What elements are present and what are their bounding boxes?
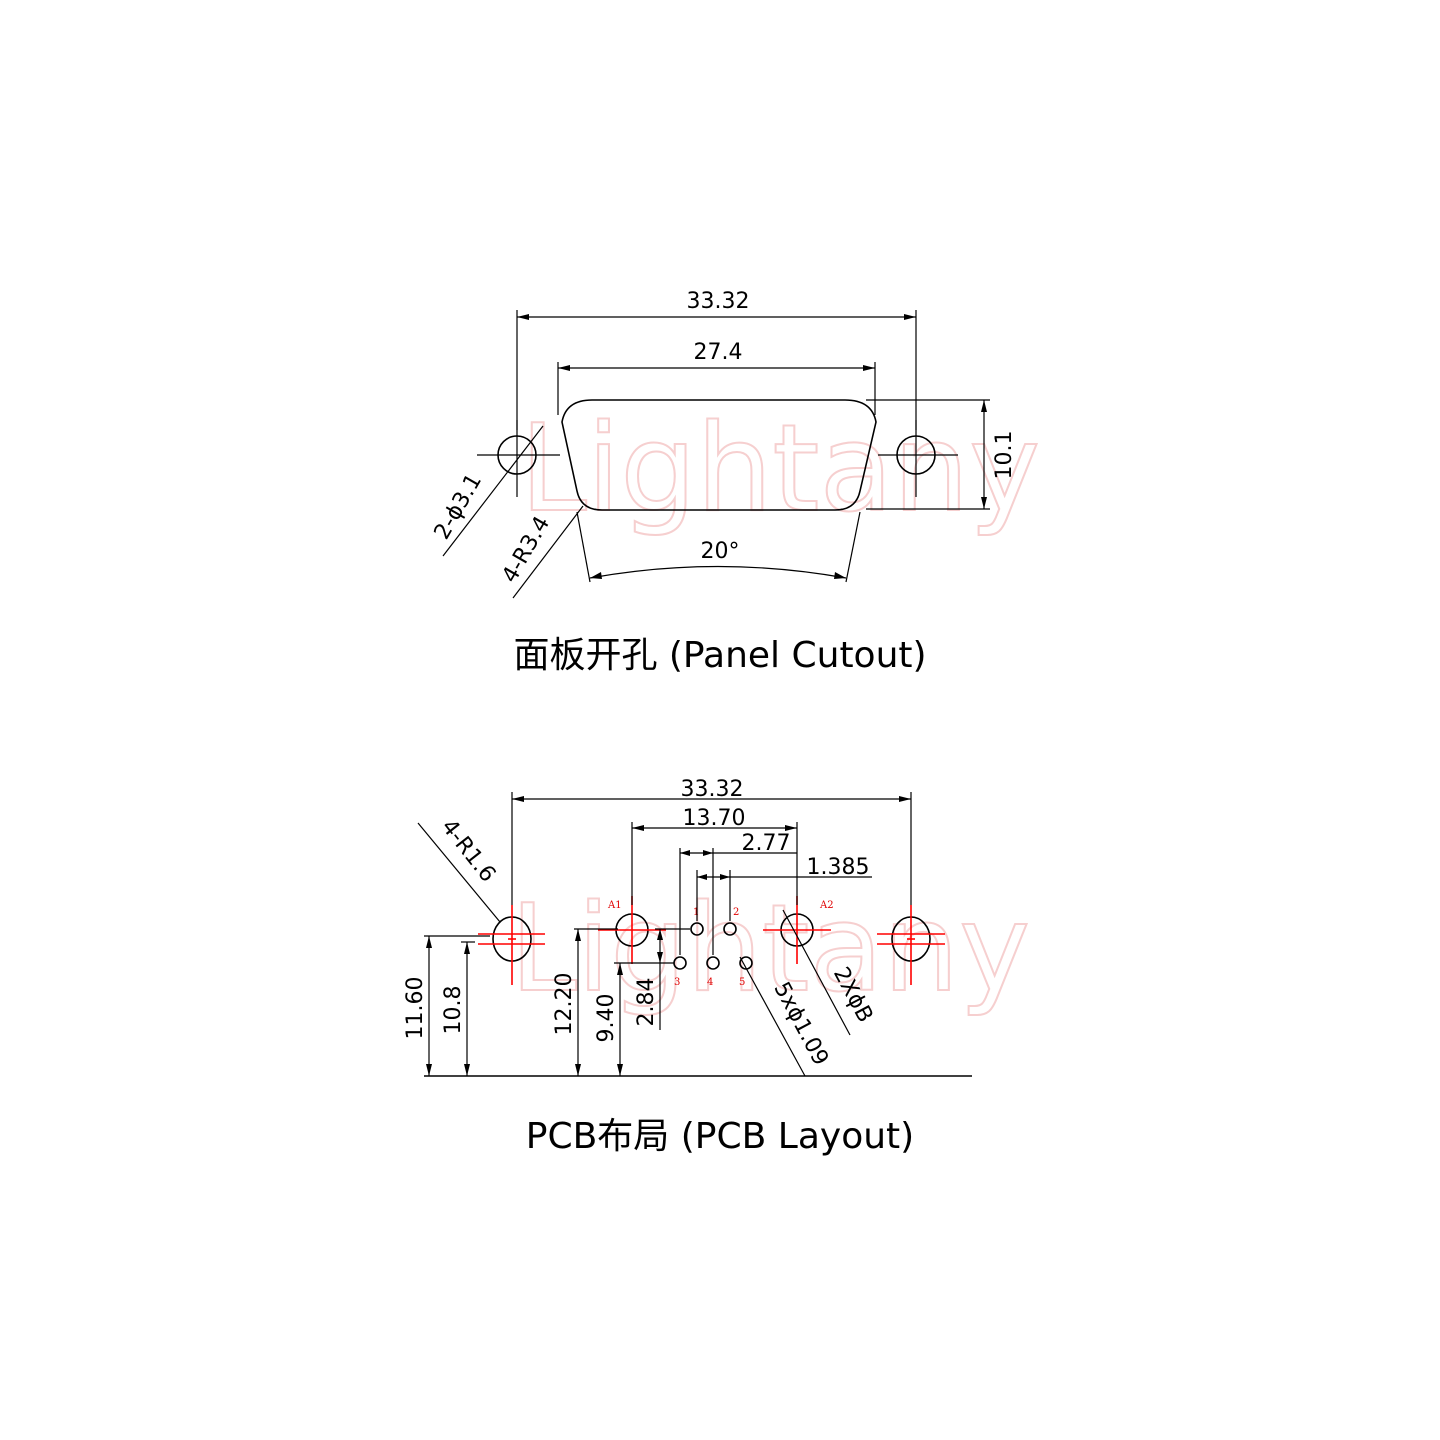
pcb-dim-13-70: 13.70 bbox=[631, 806, 798, 905]
panel-dim-overall: 33.32 bbox=[516, 289, 917, 430]
panel-dim-hole-label: 2-ϕ3.1 bbox=[430, 470, 487, 544]
pcb-dim-11-60: 11.60 bbox=[403, 935, 490, 1076]
pcb-dim-overall-label: 33.32 bbox=[681, 777, 744, 802]
pin-label-a2: A2 bbox=[819, 900, 834, 911]
panel-dim-overall-label: 33.32 bbox=[687, 289, 750, 314]
pcb-coax-a2: A2 bbox=[763, 896, 834, 964]
pin-label-4: 4 bbox=[707, 977, 713, 988]
pcb-dim-2-84: 2.84 bbox=[634, 928, 690, 1030]
pin-label-5: 5 bbox=[739, 977, 745, 988]
panel-cutout-view: Lightany 33.32 bbox=[430, 289, 1041, 676]
panel-right-hole bbox=[878, 420, 958, 497]
pcb-dim-12-20-label: 12.20 bbox=[552, 973, 577, 1036]
pcb-dim-radius: 4-R1.6 bbox=[417, 815, 501, 923]
pcb-dim-9-40: 9.40 bbox=[594, 962, 674, 1076]
pin-label-3: 3 bbox=[674, 977, 680, 988]
pcb-dim-2-77-label: 2.77 bbox=[742, 831, 791, 856]
pcb-dim-overall: 33.32 bbox=[511, 777, 912, 905]
panel-dim-height-label: 10.1 bbox=[992, 431, 1017, 480]
pin-label-1: 1 bbox=[693, 907, 699, 918]
pcb-dim-radius-label: 4-R1.6 bbox=[436, 815, 500, 887]
panel-dim-shell-label: 27.4 bbox=[694, 340, 743, 365]
panel-left-hole bbox=[477, 420, 560, 497]
pcb-dim-13-70-label: 13.70 bbox=[683, 806, 746, 831]
panel-dim-shell: 27.4 bbox=[557, 340, 876, 415]
pcb-right-mount-hole bbox=[877, 905, 945, 985]
pcb-dim-10-8-label: 10.8 bbox=[441, 986, 466, 1035]
pcb-watermark: Lightany bbox=[510, 880, 1030, 1019]
panel-cutout-caption: 面板开孔 (Panel Cutout) bbox=[513, 635, 926, 676]
pcb-dim-12-20: 12.20 bbox=[552, 928, 618, 1076]
panel-watermark: Lightany bbox=[520, 400, 1040, 539]
pcb-coax-a1: A1 bbox=[598, 896, 666, 964]
panel-shell-outline bbox=[561, 399, 877, 511]
panel-dim-angle-label: 20° bbox=[701, 539, 740, 564]
pcb-dim-2-84-label: 2.84 bbox=[634, 978, 659, 1027]
pcb-left-mount-hole bbox=[478, 905, 545, 985]
pcb-dim-11-60-label: 11.60 bbox=[403, 977, 428, 1040]
pcb-dim-1-385-label: 1.385 bbox=[807, 855, 870, 880]
panel-dim-angle: 20° bbox=[576, 511, 861, 583]
pcb-dim-9-40-label: 9.40 bbox=[594, 994, 619, 1043]
pcb-dim-2-77: 2.77 bbox=[679, 831, 797, 955]
pin-label-2: 2 bbox=[733, 907, 739, 918]
pcb-dim-1-385: 1.385 bbox=[696, 855, 872, 921]
pin-label-a1: A1 bbox=[607, 900, 622, 911]
pcb-dim-10-8: 10.8 bbox=[441, 941, 475, 1076]
panel-dim-radius-label: 4-R3.4 bbox=[497, 512, 555, 587]
pcb-layout-view: Lightany A1 bbox=[403, 777, 1031, 1157]
panel-dim-height: 10.1 bbox=[866, 399, 1017, 510]
pcb-layout-caption: PCB布局 (PCB Layout) bbox=[526, 1116, 914, 1157]
